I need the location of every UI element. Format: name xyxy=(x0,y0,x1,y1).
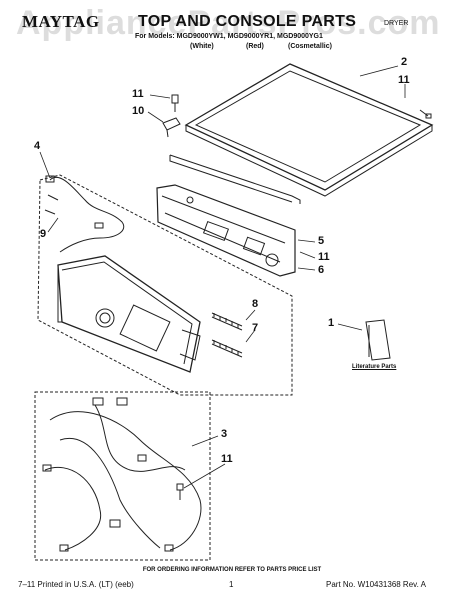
callout-11-mid: 11 xyxy=(318,251,330,263)
finish-red: (Red) xyxy=(246,43,264,50)
product-type: DRYER xyxy=(384,20,409,27)
literature-booklet-drawing xyxy=(365,319,391,361)
part-number: Part No. W10431368 Rev. A xyxy=(326,580,426,589)
screw-drawing xyxy=(171,94,432,119)
models-line: For Models: MGD9000YW1, MGD9000YR1, MGD9… xyxy=(135,33,323,40)
callout-11-left: 11 xyxy=(132,88,144,100)
page-title: TOP AND CONSOLE PARTS xyxy=(138,13,357,30)
clip-strips-drawing xyxy=(211,312,243,358)
literature-label: Literature Parts xyxy=(352,364,397,370)
callout-11-top: 11 xyxy=(398,74,410,86)
brand-logo: MAYTAG xyxy=(22,12,100,31)
callout-3: 3 xyxy=(221,428,228,440)
callout-11-bottom: 11 xyxy=(221,453,233,465)
callout-7: 7 xyxy=(252,322,259,334)
main-harness-drawing xyxy=(34,391,211,561)
ordering-note: FOR ORDERING INFORMATION REFER TO PARTS … xyxy=(142,567,322,573)
console-panel-drawing xyxy=(57,255,201,373)
callout-10: 10 xyxy=(132,105,145,117)
finish-cosmetallic: (Cosmetallic) xyxy=(288,43,332,50)
finish-white: (White) xyxy=(190,43,214,50)
hinge-clip-drawing xyxy=(162,117,181,138)
callout-4: 4 xyxy=(34,140,41,152)
leader-lines xyxy=(39,65,406,489)
callout-1: 1 xyxy=(328,317,335,329)
console-group-outline xyxy=(37,174,293,396)
callout-8: 8 xyxy=(252,298,259,310)
watermark: AppliancePartsPros.com xyxy=(16,4,441,42)
callout-6: 6 xyxy=(318,264,325,276)
callout-9: 9 xyxy=(40,228,47,240)
page-number: 1 xyxy=(229,580,234,589)
callout-2: 2 xyxy=(401,56,408,68)
top-panel-drawing xyxy=(184,63,434,197)
print-info: 7–11 Printed in U.S.A. (LT) (eeb) xyxy=(18,580,134,589)
console-bracket-drawing xyxy=(156,154,301,277)
callout-5: 5 xyxy=(318,235,325,247)
